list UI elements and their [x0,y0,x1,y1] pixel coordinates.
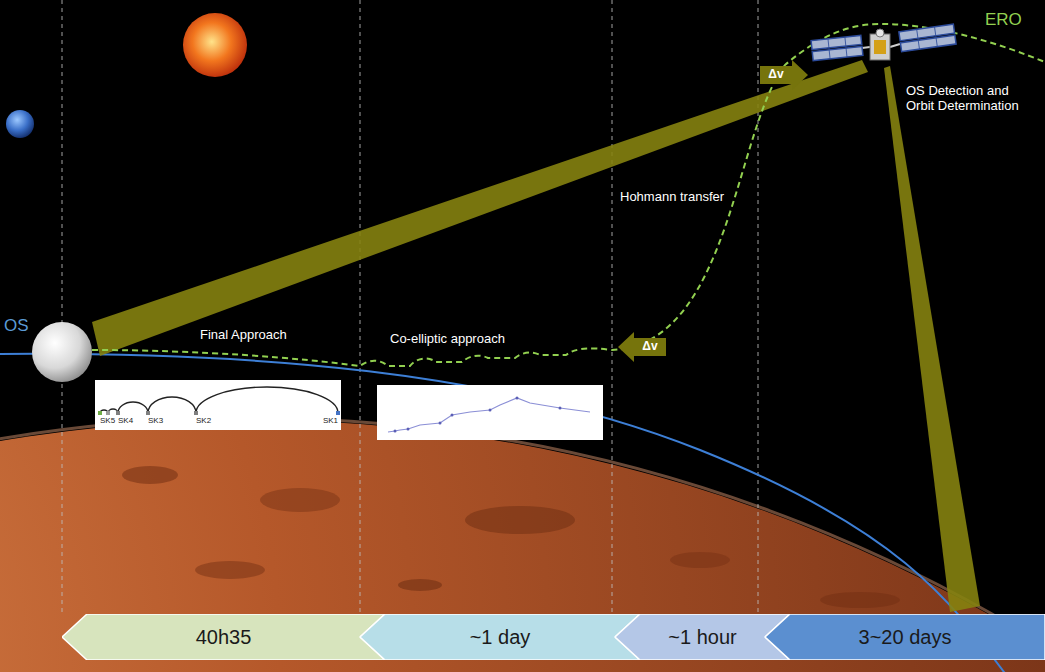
chevron-band [360,614,640,660]
phase-label: Final Approach [200,328,287,343]
hop-arc [148,397,196,413]
delta-v-label: Δv [642,340,657,354]
mars-crater [670,552,730,568]
mars-atmosphere [0,418,1045,672]
station-marker [146,411,150,415]
panel-grid [917,29,920,49]
chart-point [451,414,454,417]
mars-crater [195,561,265,579]
chart-point [439,422,442,425]
coelliptic-chart [377,385,603,440]
solar-panel [812,46,863,60]
delta-v-arrow [618,332,666,362]
chevron-band [62,614,385,660]
duration-text: 40h35 [196,626,252,649]
chevron-band [615,614,790,660]
station-marker [106,411,110,415]
station-label: SK3 [148,416,163,425]
delta-v-arrow [760,60,808,90]
chart-inset [377,385,603,440]
chart-inset: SK5SK4 SK3 SK2 SK1 [95,380,341,430]
chevron-band [765,614,1045,660]
mars-crater [260,488,340,512]
phase-label: Hohmann transfer [620,190,724,205]
duration-text: ~1 hour [668,626,736,649]
ero-trajectory [92,24,1045,366]
earth [6,110,34,138]
detection-beam [92,60,868,356]
phase-band: ~1 hour [615,614,790,660]
sun [183,13,247,77]
delta-v-label: Δv [768,68,783,82]
station-marker [194,411,198,415]
phase-band: 3~20 days [765,614,1045,660]
station-label: SK2 [196,416,211,425]
thermal-foil [874,40,886,54]
hop-arc [118,402,148,413]
chart-point [407,428,410,431]
mars-crater [398,579,442,591]
chart-point [559,407,562,410]
ero-spacecraft [811,24,956,60]
hop-arc [196,387,338,413]
panel-strut [862,47,870,48]
object-label: OS [4,316,29,336]
station-label: SK1 [323,416,338,425]
station-marker [98,411,102,415]
phase-band: 40h35 [62,614,385,660]
spacecraft-body [870,34,890,60]
duration-text: 3~20 days [859,626,952,649]
phase-label: Co-elliptic approach [390,332,505,347]
antenna-dish [876,29,884,37]
phase-divider [758,0,759,612]
station-label: SK5 [100,416,115,425]
chart-point [394,430,397,433]
solar-panel [900,35,956,52]
station-marker [116,411,120,415]
detection-beam [884,66,980,612]
activity-label: OS Detection and Orbit Determination [906,84,1038,114]
station-marker [336,411,340,415]
panel-strut [890,44,900,47]
panel-grid [828,39,830,59]
object-label: ERO [985,10,1022,30]
phase-divider [612,0,613,612]
chart-point [516,397,519,400]
station-label: SK4 [118,416,133,425]
mars-surface [0,420,1045,672]
phase-divider [62,0,63,612]
panel-grid [845,37,847,57]
phase-band: ~1 day [360,614,640,660]
mars-crater [465,506,575,534]
duration-text: ~1 day [470,626,531,649]
chart-line [388,398,590,432]
panel-grid [935,27,938,47]
mars-crater [122,466,178,484]
orbiting-sample [32,322,92,382]
chart-point [489,409,492,412]
mars-crater [820,592,900,608]
phase-divider [360,0,361,612]
